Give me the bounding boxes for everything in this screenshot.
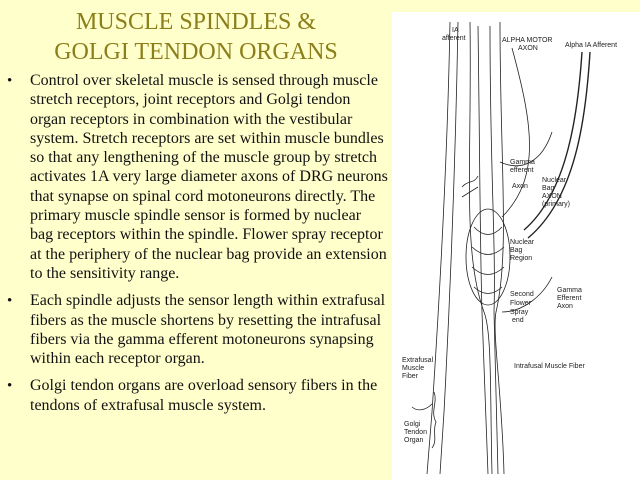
figure-label: Golgi xyxy=(404,421,421,428)
figure-label: Bag xyxy=(542,185,555,192)
alpha-motor-axon xyxy=(501,47,530,218)
slide-title-line-1: MUSCLE SPINDLES & xyxy=(75,9,317,35)
figure-label: Intrafusal Muscle Fiber xyxy=(514,363,585,370)
bullet-dot-icon: • xyxy=(7,293,13,310)
figure-label: Bag xyxy=(510,247,523,254)
figure-label: Fiber xyxy=(402,373,419,380)
golgi-tendon-afferent xyxy=(411,403,433,411)
gamma-efferent-axon-lower xyxy=(501,276,553,313)
alpha-ia-afferent xyxy=(527,51,591,239)
figure-label: Region xyxy=(510,255,532,262)
figure-label: Second xyxy=(510,291,534,298)
bullet-list: • Control over skeletal muscle is sensed … xyxy=(0,71,392,415)
figure-label: Flower xyxy=(510,300,532,307)
muscle-spindle-diagram: IA afferent ALPHA MOTOR AXON Alpha IA Af… xyxy=(392,12,640,480)
intrafusal-fiber xyxy=(477,25,489,475)
bullet-dot-icon: • xyxy=(7,73,13,89)
figure-label: Nuclear xyxy=(542,177,567,184)
figure-label: IA xyxy=(452,27,459,34)
figure-label: efferent xyxy=(510,167,534,174)
bullet-item: • Each spindle adjusts the sensor length … xyxy=(0,291,392,368)
figure-label: Spray xyxy=(510,309,529,316)
extrafusal-fiber-outline xyxy=(439,21,459,475)
annulospiral-endings xyxy=(471,226,505,294)
slide-title-line-2: GOLGI TENDON ORGANS xyxy=(54,39,338,65)
bullet-item: • Control over skeletal muscle is sensed … xyxy=(0,71,392,283)
figure-label: Extrafusal xyxy=(402,357,434,364)
figure-label: Axon xyxy=(512,183,528,190)
figure-label: AXON xyxy=(542,193,562,200)
figure-label: Gamma xyxy=(510,159,535,166)
figure-label: afferent xyxy=(442,35,466,42)
intrafusal-fiber xyxy=(489,25,499,475)
figure-label: Nuclear xyxy=(510,239,535,246)
bullet-item: • Golgi tendon organs are overload sensor… xyxy=(0,376,392,415)
spindle-capsule-left xyxy=(469,21,493,475)
figure-label: Tendon xyxy=(404,429,427,436)
bullet-text: Golgi tendon organs are overload sensory… xyxy=(30,377,378,414)
bullet-text: Each spindle adjusts the sensor length w… xyxy=(30,292,386,368)
golgi-tendon-organ xyxy=(431,391,437,449)
figure-label: Gamma xyxy=(557,287,582,294)
gamma-efferent-axon xyxy=(499,131,553,167)
spindle-capsule-right xyxy=(494,21,505,475)
figure-label: ALPHA MOTOR xyxy=(502,37,552,44)
figure-label: Muscle xyxy=(402,365,424,372)
alpha-ia-afferent xyxy=(523,51,583,231)
figure-label: AXON xyxy=(518,45,538,52)
figure-label: Axon xyxy=(557,303,573,310)
bullet-text: Control over skeletal muscle is sensed t… xyxy=(30,72,388,282)
bullet-dot-icon: • xyxy=(7,378,13,395)
extrafusal-fiber-outline xyxy=(426,21,451,475)
figure-label: Efferent xyxy=(557,295,581,302)
figure-label: (primary) xyxy=(542,201,570,208)
motor-endplates xyxy=(461,175,479,198)
nuclear-bag-outline xyxy=(465,208,511,306)
figure-label: end xyxy=(512,317,524,324)
figure-label: Organ xyxy=(404,437,424,444)
figure-label: Alpha IA Afferent xyxy=(565,42,617,49)
